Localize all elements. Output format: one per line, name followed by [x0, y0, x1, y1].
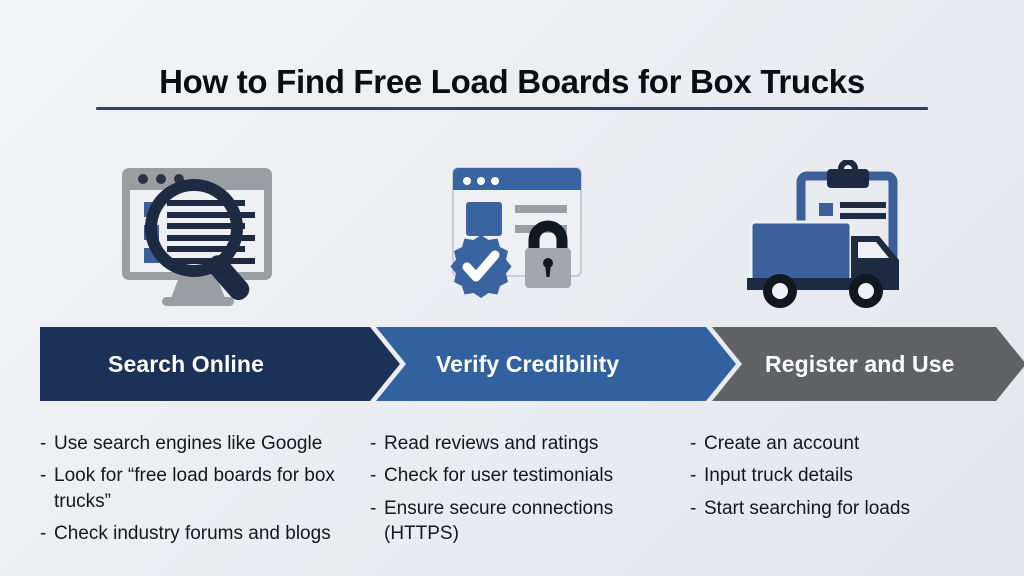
step-2-icon-cell — [355, 155, 670, 315]
monitor-magnifier-icon — [121, 168, 272, 306]
step-3-chevron[interactable]: Register and Use — [712, 327, 1024, 401]
bullets-row: - Use search engines like Google - Look … — [40, 431, 1000, 571]
list-item: - Use search engines like Google — [40, 431, 358, 456]
bullet-marker: - — [40, 522, 47, 544]
bullet-marker: - — [370, 497, 377, 519]
list-item-text: Look for “free load boards for box truck… — [54, 465, 335, 512]
bullet-marker: - — [40, 465, 47, 487]
list-item: - Look for “free load boards for box tru… — [40, 463, 358, 514]
list-item-text: Ensure secure connections (HTTPS) — [384, 497, 614, 544]
icons-row — [40, 155, 985, 315]
list-item: - Start searching for loads — [690, 496, 988, 521]
step-2-bullet-column: - Read reviews and ratings - Check for u… — [370, 431, 690, 571]
list-item: - Ensure secure connections (HTTPS) — [370, 496, 678, 547]
step-1-chevron-label: Search Online — [108, 350, 264, 377]
list-item-text: Use search engines like Google — [54, 433, 323, 454]
bullet-marker: - — [690, 433, 697, 454]
bullet-marker: - — [370, 465, 377, 487]
bullet-marker: - — [40, 433, 47, 454]
step-3-chevron-label: Register and Use — [765, 350, 955, 377]
title-underline — [96, 107, 928, 111]
title-block: How to Find Free Load Boards for Box Tru… — [0, 63, 1024, 111]
step-1-icon-cell — [40, 155, 355, 315]
bullet-marker: - — [370, 433, 377, 454]
list-item: - Input truck details — [690, 463, 988, 488]
bullet-marker: - — [690, 497, 697, 519]
list-item-text: Check for user testimonials — [384, 465, 614, 487]
list-item: - Read reviews and ratings — [370, 431, 678, 456]
list-item-text: Check industry forums and blogs — [54, 522, 331, 544]
list-item-text: Read reviews and ratings — [384, 433, 599, 454]
step-3-icon-cell — [670, 155, 985, 315]
list-item: - Check industry forums and blogs — [40, 521, 358, 546]
step-1-chevron[interactable]: Search Online — [40, 327, 400, 401]
list-item-text: Input truck details — [704, 465, 853, 487]
step-3-bullet-column: - Create an account - Input truck detail… — [690, 431, 1000, 571]
box-truck-clipboard-icon — [746, 160, 899, 308]
step-1-bullet-column: - Use search engines like Google - Look … — [40, 431, 370, 571]
list-item-text: Start searching for loads — [704, 497, 910, 519]
step-2-chevron-label: Verify Credibility — [436, 350, 620, 377]
list-item: - Check for user testimonials — [370, 463, 678, 488]
browser-verified-lock-icon — [450, 167, 582, 298]
list-item-text: Create an account — [704, 433, 860, 454]
bullet-marker: - — [690, 465, 697, 487]
list-item: - Create an account — [690, 431, 988, 456]
chevron-band: Search Online Verify Credibility Registe… — [40, 327, 1024, 401]
step-2-chevron[interactable]: Verify Credibility — [376, 327, 736, 401]
page-title: How to Find Free Load Boards for Box Tru… — [159, 63, 865, 100]
